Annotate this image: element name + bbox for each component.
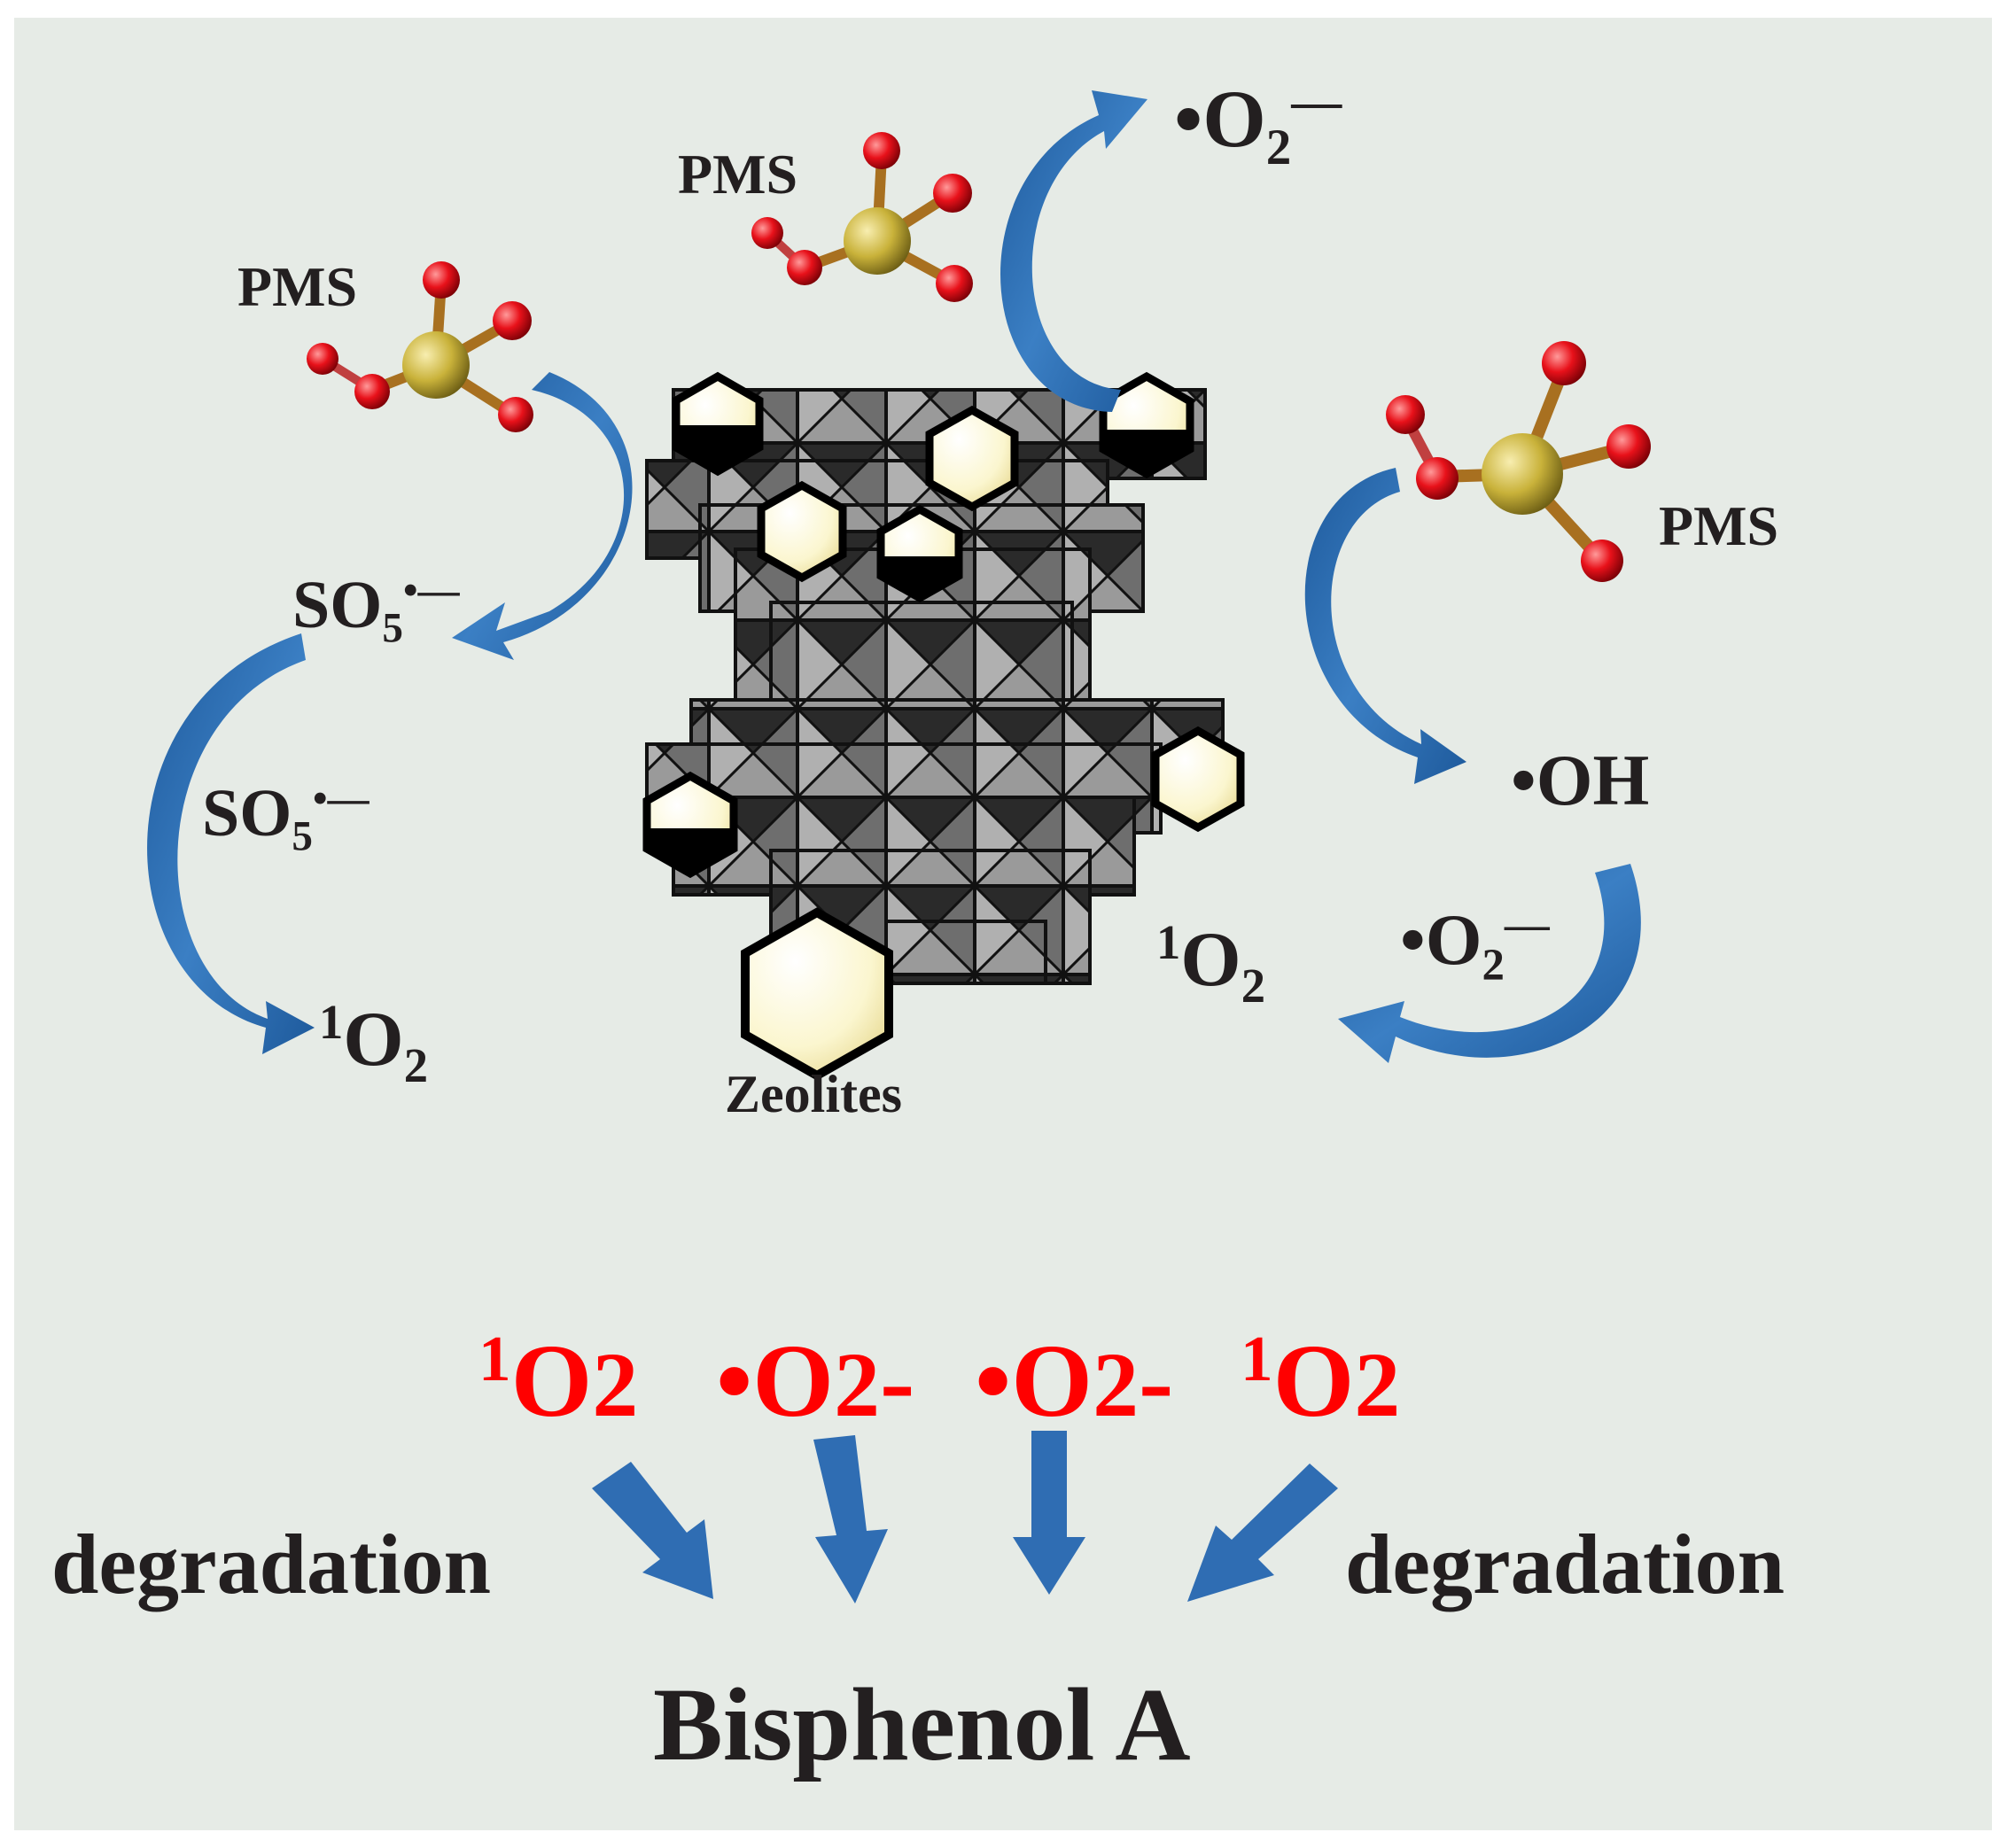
superoxide-label-top: •O2—	[1174, 77, 1342, 173]
species-subscript: 2	[1093, 1334, 1140, 1436]
arrow-zeolite-to-superoxide	[1000, 90, 1147, 412]
so5-base: SO	[202, 776, 292, 850]
pms-label-left: PMS	[237, 255, 358, 318]
arrow-superoxide-to-bpa-1	[813, 1435, 888, 1603]
so5-subscript: 5	[292, 813, 313, 860]
arrow-singlet-to-bpa-2	[1187, 1464, 1338, 1602]
species-subscript: 2	[592, 1334, 639, 1436]
species-item: •O2-	[975, 1329, 1173, 1433]
crystal-shade	[676, 425, 759, 471]
superoxide-label-right: •O2—	[1400, 902, 1550, 988]
superoxide-subscript: 2	[1482, 939, 1505, 990]
superoxide-base: •O	[1174, 74, 1266, 164]
so5-superscript: •—	[402, 568, 460, 615]
crystal-hexagons	[642, 371, 1245, 1081]
crystal-shade	[1103, 430, 1190, 474]
singlet-subscript: 2	[403, 1038, 429, 1093]
degradation-label-right: degradation	[1345, 1517, 1785, 1611]
pms-molecule-top	[751, 132, 973, 302]
superoxide-base: •O	[1400, 899, 1482, 980]
crystal-hexagon	[757, 480, 847, 583]
singlet-superscript: 1	[319, 995, 344, 1049]
arrow-so5-to-singlet-left	[147, 633, 315, 1054]
species-suffix: -	[1139, 1323, 1174, 1439]
arrow-singlet-to-bpa-1	[592, 1462, 713, 1599]
species-item: •O2-	[716, 1329, 914, 1433]
pms-molecule-left	[307, 261, 533, 432]
superoxide-subscript: 2	[1265, 119, 1292, 175]
singlet-oxygen-label-right: 1O2	[1156, 918, 1265, 1010]
crystal-hexagon	[741, 907, 893, 1081]
species-suffix: -	[880, 1323, 915, 1439]
species-base: O	[1272, 1323, 1355, 1439]
crystal-hexagon	[1151, 726, 1245, 833]
crystal-shade	[881, 556, 959, 598]
pms-label-top: PMS	[678, 143, 798, 206]
singlet-superscript: 1	[1156, 915, 1181, 969]
singlet-subscript: 2	[1241, 959, 1266, 1013]
species-base: •O	[975, 1323, 1093, 1439]
species-item: 1O2	[478, 1326, 639, 1436]
hydroxyl-radical-label: •OH	[1511, 740, 1650, 820]
pms-molecule-right	[1386, 341, 1651, 582]
singlet-base: O	[343, 997, 404, 1083]
species-superscript: 1	[1241, 1322, 1273, 1394]
crystal-hexagon	[925, 405, 1019, 512]
so5-base: SO	[292, 568, 383, 642]
singlet-base: O	[1180, 917, 1241, 1003]
pms-label-right: PMS	[1659, 494, 1779, 557]
reaction-arrows	[147, 90, 1641, 1603]
superoxide-superscript: —	[1504, 899, 1550, 950]
arrow-superoxide-to-bpa-2	[1013, 1431, 1085, 1595]
species-superscript: 1	[478, 1322, 511, 1394]
zeolites-label: Zeolites	[725, 1065, 902, 1123]
arrow-hydroxyl-to-singlet-right	[1338, 864, 1641, 1063]
arrow-pms-to-hydroxyl	[1304, 468, 1466, 784]
species-item: 1O2	[1241, 1326, 1401, 1436]
species-subscript: 2	[834, 1334, 881, 1436]
degradation-label-left: degradation	[51, 1517, 492, 1611]
arrow-pms-to-so5	[452, 372, 633, 660]
so5-superscript: •—	[312, 776, 370, 823]
so5-radical-label-lower: SO5•—	[202, 779, 370, 858]
singlet-oxygen-label-left: 1O2	[319, 998, 428, 1090]
superoxide-superscript: —	[1291, 74, 1342, 130]
species-base: •O	[716, 1323, 835, 1439]
so5-subscript: 5	[382, 605, 403, 652]
so5-radical-label-upper: SO5•—	[292, 568, 460, 650]
bisphenol-a-label: Bisphenol A	[653, 1666, 1191, 1782]
species-base: O	[510, 1323, 593, 1439]
species-subscript: 2	[1354, 1334, 1401, 1436]
crystal-shade	[647, 828, 734, 874]
